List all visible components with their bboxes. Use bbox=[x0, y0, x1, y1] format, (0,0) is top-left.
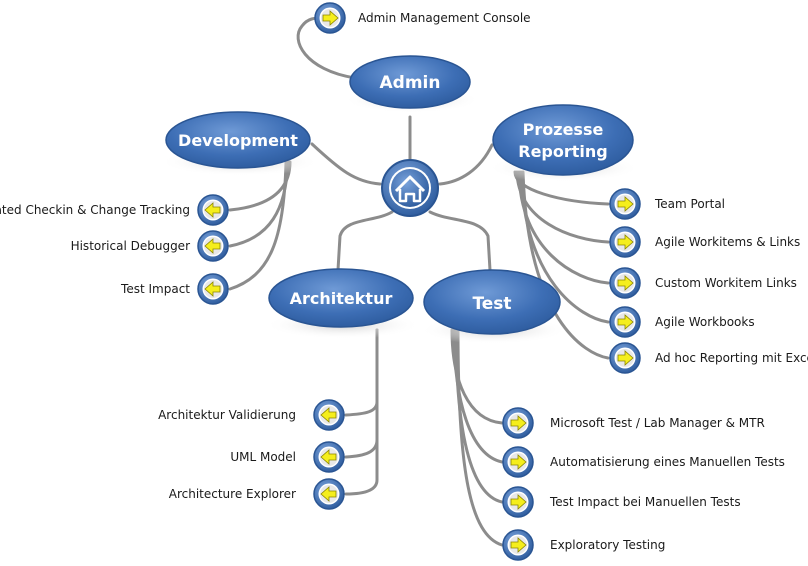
leaf-label: Ad hoc Reporting mit Excel bbox=[655, 351, 808, 365]
arrow-right-icon bbox=[502, 486, 534, 518]
leaf-label: Agile Workitems & Links bbox=[655, 235, 800, 249]
node-admin[interactable]: Admin bbox=[344, 55, 480, 113]
leaf-prozesse-4[interactable]: Ad hoc Reporting mit Excel bbox=[609, 342, 808, 374]
node-architektur-label: Architektur bbox=[290, 289, 393, 308]
arrow-right-icon bbox=[609, 267, 641, 299]
arrow-right-icon bbox=[502, 446, 534, 478]
leaf-label: Architektur Validierung bbox=[158, 408, 296, 422]
leaf-label: Automatisierung eines Manuellen Tests bbox=[550, 455, 785, 469]
arrow-right-icon bbox=[609, 226, 641, 258]
leaf-development-0[interactable]: Gated Checkin & Change Tracking bbox=[0, 194, 229, 226]
leaf-prozesse-0[interactable]: Team Portal bbox=[609, 188, 725, 220]
arrow-left-icon bbox=[197, 230, 229, 262]
leaf-test-3[interactable]: Exploratory Testing bbox=[502, 529, 665, 561]
node-admin-label: Admin bbox=[380, 73, 441, 93]
leaf-architektur-0[interactable]: Architektur Validierung bbox=[158, 399, 345, 431]
leaf-test-0[interactable]: Microsoft Test / Lab Manager & MTR bbox=[502, 407, 765, 439]
arrow-right-icon bbox=[609, 342, 641, 374]
node-prozesse-label-line2: Reporting bbox=[518, 142, 607, 161]
leaf-label: UML Model bbox=[230, 450, 296, 464]
leaf-label: Test Impact bbox=[120, 282, 190, 296]
node-prozesse-reporting[interactable]: Prozesse Reporting bbox=[488, 104, 640, 182]
arrow-right-icon bbox=[609, 188, 641, 220]
leaf-label: Custom Workitem Links bbox=[655, 276, 797, 290]
arrow-right-icon bbox=[502, 407, 534, 439]
arrow-left-icon bbox=[197, 273, 229, 305]
node-prozesse-label-line1: Prozesse bbox=[523, 120, 604, 139]
leaf-label: Microsoft Test / Lab Manager & MTR bbox=[550, 416, 765, 430]
leaf-label: Team Portal bbox=[654, 197, 725, 211]
arrow-left-icon bbox=[313, 478, 345, 510]
node-test[interactable]: Test bbox=[420, 269, 568, 344]
leaf-label: Admin Management Console bbox=[358, 11, 531, 25]
leaf-label: Architecture Explorer bbox=[169, 487, 296, 501]
node-development-label: Development bbox=[178, 131, 298, 150]
arrow-right-icon bbox=[502, 529, 534, 561]
node-development[interactable]: Development bbox=[160, 111, 320, 176]
node-test-label: Test bbox=[472, 294, 511, 314]
home-icon bbox=[394, 175, 426, 203]
leaf-architektur-1[interactable]: UML Model bbox=[230, 441, 345, 473]
leaf-label: Exploratory Testing bbox=[550, 538, 665, 552]
leaf-label: Test Impact bei Manuellen Tests bbox=[549, 495, 741, 509]
arrow-left-icon bbox=[197, 194, 229, 226]
arrow-left-icon bbox=[313, 399, 345, 431]
leaf-label: Historical Debugger bbox=[71, 239, 190, 253]
leaf-prozesse-3[interactable]: Agile Workbooks bbox=[609, 306, 755, 338]
leaf-admin-0[interactable]: Admin Management Console bbox=[314, 2, 531, 34]
leaf-prozesse-1[interactable]: Agile Workitems & Links bbox=[609, 226, 800, 258]
leaf-label: Gated Checkin & Change Tracking bbox=[0, 203, 190, 217]
hub-home[interactable] bbox=[381, 159, 439, 217]
leaf-development-2[interactable]: Test Impact bbox=[120, 273, 229, 305]
arrow-right-icon bbox=[314, 2, 346, 34]
arrow-left-icon bbox=[313, 441, 345, 473]
leaf-development-1[interactable]: Historical Debugger bbox=[71, 230, 229, 262]
node-architektur[interactable]: Architektur bbox=[265, 268, 421, 339]
leaf-prozesse-2[interactable]: Custom Workitem Links bbox=[609, 267, 797, 299]
leaf-test-2[interactable]: Test Impact bei Manuellen Tests bbox=[502, 486, 741, 518]
leaf-label: Agile Workbooks bbox=[655, 315, 755, 329]
leaf-test-1[interactable]: Automatisierung eines Manuellen Tests bbox=[502, 446, 785, 478]
leaf-architektur-2[interactable]: Architecture Explorer bbox=[169, 478, 345, 510]
connectors bbox=[228, 16, 610, 547]
arrow-right-icon bbox=[609, 306, 641, 338]
